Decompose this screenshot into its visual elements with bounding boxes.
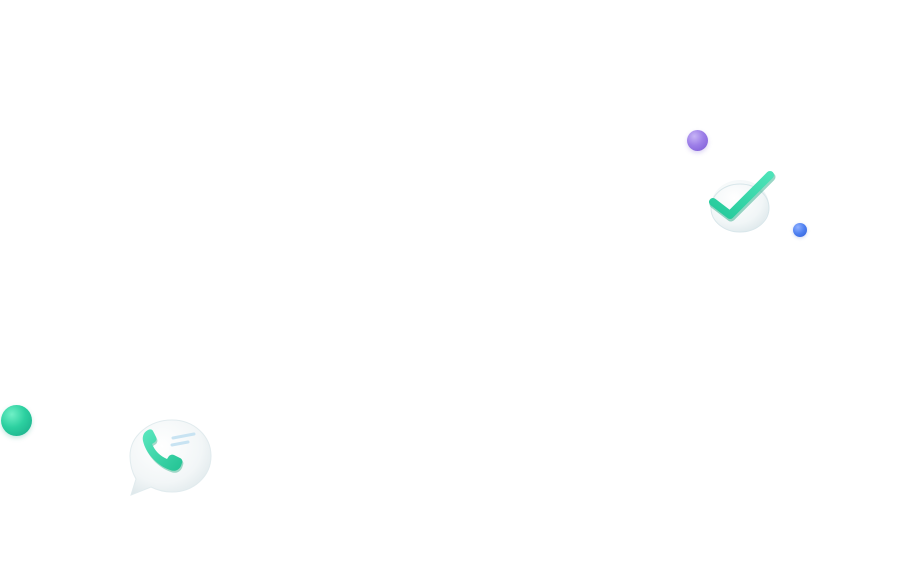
checkmark-icon: [709, 171, 776, 233]
phone-icon: [129, 419, 212, 496]
teal-dot: [1, 405, 32, 436]
purple-dot: [687, 130, 708, 151]
blue-dot: [793, 223, 807, 237]
